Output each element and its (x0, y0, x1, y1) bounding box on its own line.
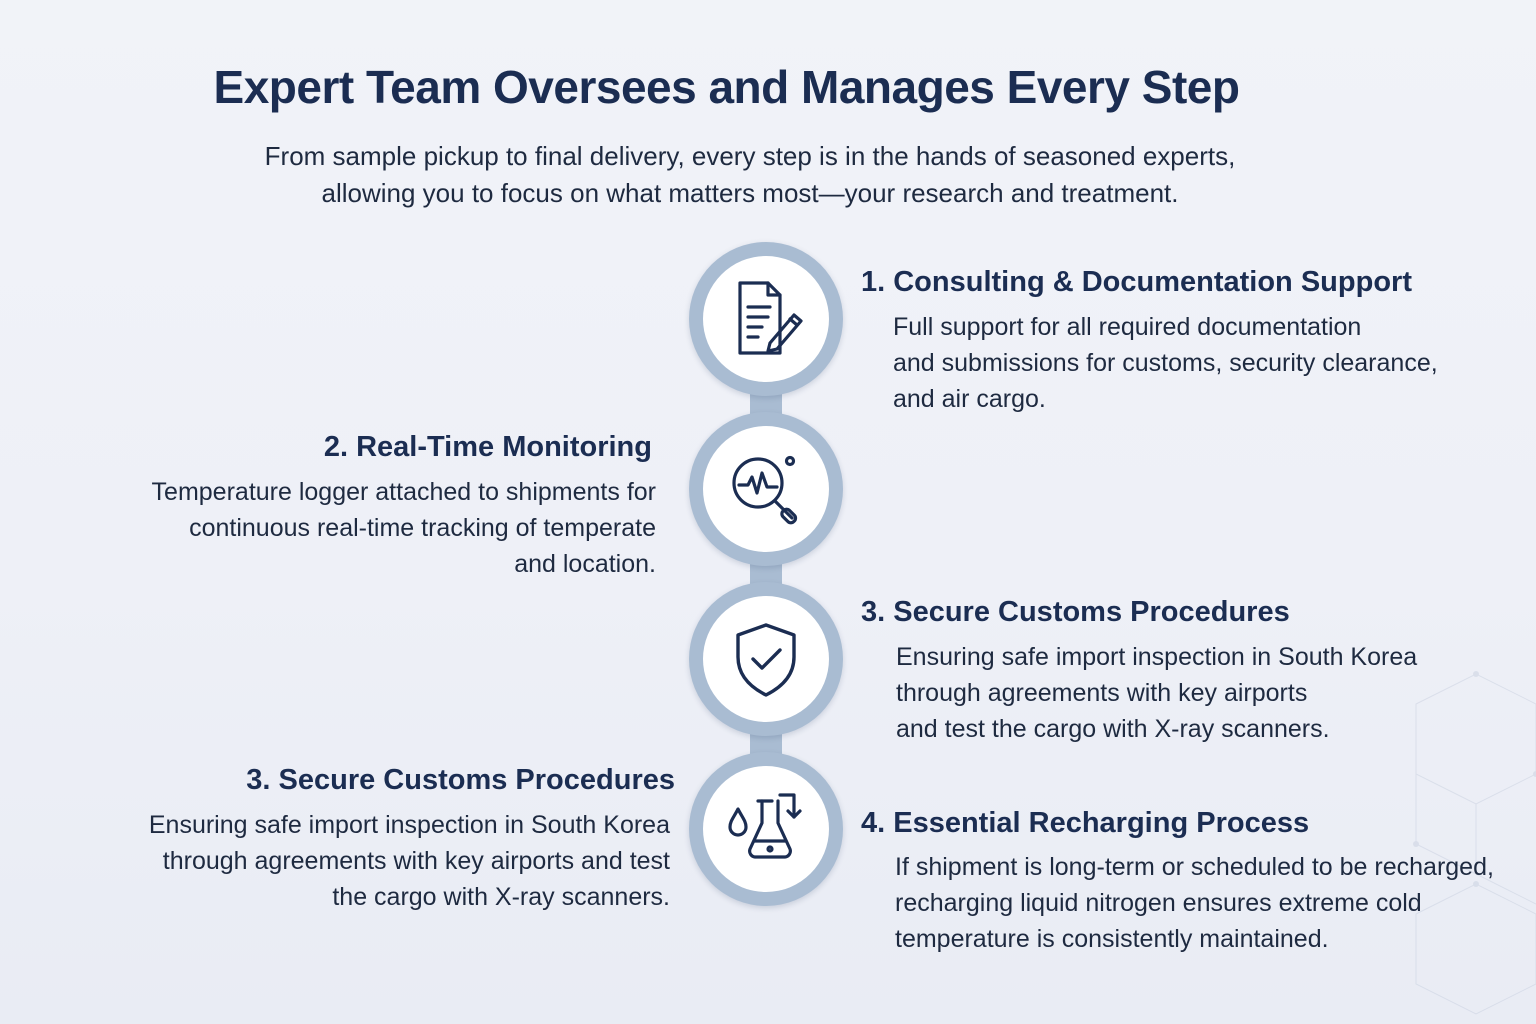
step-2-node (689, 412, 843, 566)
network-decoration (1413, 671, 1536, 1015)
subtitle-line: From sample pickup to final delivery, ev… (264, 141, 1236, 171)
page-subtitle: From sample pickup to final delivery, ev… (150, 138, 1350, 212)
step-4-title: 4. Essential Recharging Process (861, 807, 1310, 839)
document-pen-icon (738, 281, 803, 355)
step-1-node (689, 242, 843, 396)
step-3-duplicate-description: Ensuring safe import inspection in South… (148, 811, 670, 911)
subtitle-line: allowing you to focus on what matters mo… (321, 178, 1179, 208)
step-3-duplicate-title: 3. Secure Customs Procedures (246, 764, 675, 796)
magnifier-pulse-icon (732, 455, 798, 525)
flask-droplet-icon (728, 793, 802, 859)
shield-check-icon (736, 623, 796, 697)
step-3-node (689, 582, 843, 736)
step-2-title: 2. Real-Time Monitoring (323, 431, 652, 463)
page-title: Expert Team Oversees and Manages Every S… (213, 61, 1240, 113)
step-3-description: Ensuring safe import inspection in South… (896, 643, 1418, 743)
step-1-title: 1. Consulting & Documentation Support (861, 266, 1412, 298)
step-4-node (689, 752, 843, 906)
step-1-description: Full support for all required documentat… (893, 313, 1438, 413)
step-4-description: If shipment is long-term or scheduled to… (895, 853, 1494, 953)
step-3-title: 3. Secure Customs Procedures (861, 596, 1290, 628)
step-2-description: Temperature logger attached to shipments… (151, 478, 656, 578)
